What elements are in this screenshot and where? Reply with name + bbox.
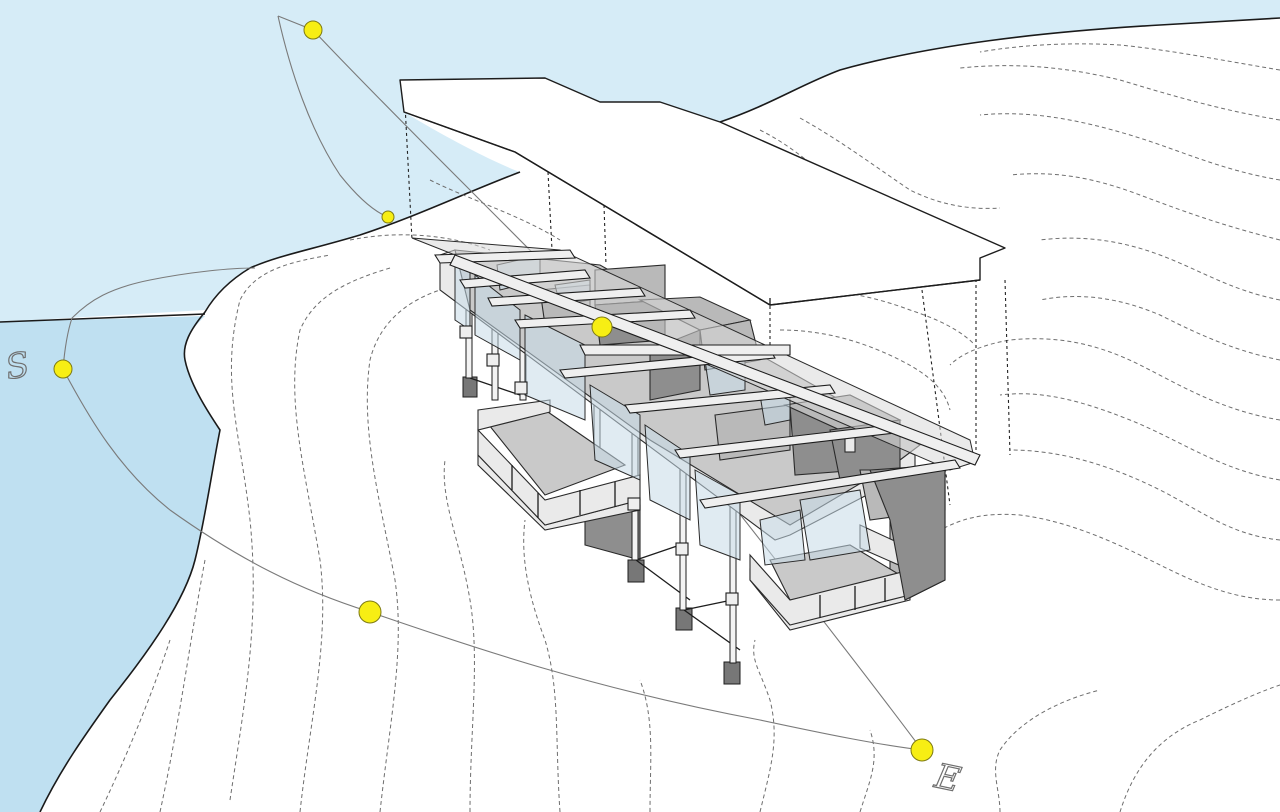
shoreline-far (719, 17, 1280, 123)
sun-marker (303, 20, 323, 40)
footing (723, 661, 741, 685)
strut (635, 544, 681, 561)
connection-plates (459, 325, 739, 606)
contour-line (523, 519, 561, 812)
sun-marker (591, 316, 613, 338)
contour-line (639, 679, 652, 812)
sun-marker (381, 210, 395, 224)
footing (675, 607, 693, 631)
glass-panel (524, 314, 586, 421)
contour-line (1119, 684, 1280, 812)
compass-east-label: E (930, 756, 964, 801)
roof-beam (434, 249, 576, 264)
contour-line (979, 43, 1280, 71)
sun-path-arc-west (62, 267, 256, 370)
contour-line (959, 65, 1280, 121)
shoreline (0, 17, 1280, 812)
connection-plate (725, 592, 739, 606)
shoreline-horizon (0, 313, 206, 323)
projection-line (1004, 279, 1011, 456)
building-axonometric (399, 77, 1006, 685)
strut (683, 599, 733, 611)
contour-line (229, 254, 331, 801)
contour-line (949, 338, 1280, 421)
contour-line (995, 689, 1101, 812)
connection-plate (514, 381, 528, 395)
contour-line (99, 639, 171, 812)
connection-plate (459, 325, 473, 339)
contour-line (429, 179, 561, 241)
contour-line (443, 459, 475, 812)
water-far (0, 0, 1280, 322)
roof-beam (459, 269, 591, 289)
glass-panel (694, 469, 741, 561)
contour-line (366, 289, 441, 812)
contour-line (859, 729, 875, 812)
window-glazing (799, 489, 871, 561)
balcony-parapet-left (477, 399, 551, 431)
contour-line (294, 267, 391, 812)
roof-beam (699, 459, 961, 509)
contour-line (159, 559, 206, 812)
sun-marker (53, 359, 73, 379)
roof-beam-longitudinal (449, 254, 981, 466)
water-near (0, 316, 220, 812)
contour-line (799, 117, 1001, 209)
contour-line (1039, 296, 1280, 361)
contour-line (1009, 449, 1280, 541)
projection-line (547, 171, 553, 251)
contour-line (753, 639, 775, 812)
sun-path-arc-winter (62, 368, 923, 751)
contour-line (979, 113, 1280, 181)
glass-panel (644, 424, 691, 521)
contour-line (779, 329, 951, 411)
sun-marker (358, 600, 382, 624)
connection-plate (675, 542, 689, 556)
connection-plate (486, 353, 500, 367)
contour-line (1009, 173, 1280, 241)
connection-plate (627, 497, 641, 511)
roof-plane-thickness (403, 111, 981, 306)
projection-line (603, 204, 607, 266)
footing (627, 559, 645, 583)
sun-marker (910, 738, 934, 762)
sun-path-arc-equinox (277, 15, 389, 218)
contour-line (999, 393, 1280, 481)
window-glazing (759, 509, 806, 566)
roof-beams (434, 249, 981, 509)
sun-position-markers (53, 20, 934, 762)
shoreline-near (39, 171, 521, 812)
contour-line (1039, 237, 1280, 301)
contour-line (939, 513, 1280, 601)
